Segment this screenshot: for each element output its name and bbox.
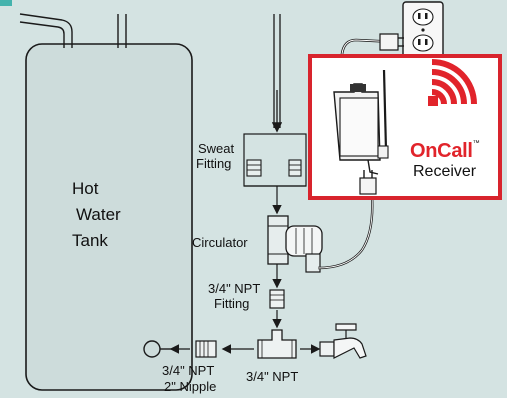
sweat-label-line1: Sweat <box>198 141 235 156</box>
power-plug-icon <box>379 33 404 51</box>
npt-nipple-icon <box>169 340 254 358</box>
tank-label-tank: Tank <box>72 231 108 250</box>
npt-fitting-label-line2: Fitting <box>214 296 250 311</box>
oncall-brand-name: OnCall <box>410 140 473 162</box>
tank-label-water: Water <box>76 205 121 224</box>
receiver-plug-icon <box>359 170 377 195</box>
tank-port <box>143 340 161 358</box>
circulator-power-cable <box>317 195 374 270</box>
sweat-fitting-assembly <box>243 133 307 215</box>
tank-label-hot: Hot <box>72 179 99 198</box>
tee-label: 3/4" NPT <box>246 369 299 384</box>
receiver-device-icon <box>333 69 389 175</box>
sweat-label-line2: Fitting <box>196 156 232 171</box>
supply-line <box>271 14 283 133</box>
circulator-pump-icon <box>267 215 323 289</box>
faucet-valve-icon <box>300 323 367 359</box>
npt-fitting-icon <box>269 289 285 329</box>
circulator-label: Circulator <box>192 235 248 250</box>
sweat-fitting-left-icon <box>246 159 262 177</box>
npt-fitting-label-line1: 3/4" NPT <box>208 281 261 296</box>
receiver-label: Receiver <box>413 163 477 180</box>
trademark-symbol: ™ <box>472 140 480 148</box>
nipple-label-line2: 2" Nipple <box>164 379 217 394</box>
corner-arrow-icon <box>0 0 12 6</box>
nipple-label-line1: 3/4" NPT <box>162 363 215 378</box>
oncall-logo-text: OnCall™ <box>410 140 480 163</box>
power-outlet-icon <box>402 1 444 59</box>
tee-fitting-icon <box>257 329 297 359</box>
signal-waves-icon <box>431 59 477 105</box>
sweat-fitting-right-icon <box>288 159 302 177</box>
